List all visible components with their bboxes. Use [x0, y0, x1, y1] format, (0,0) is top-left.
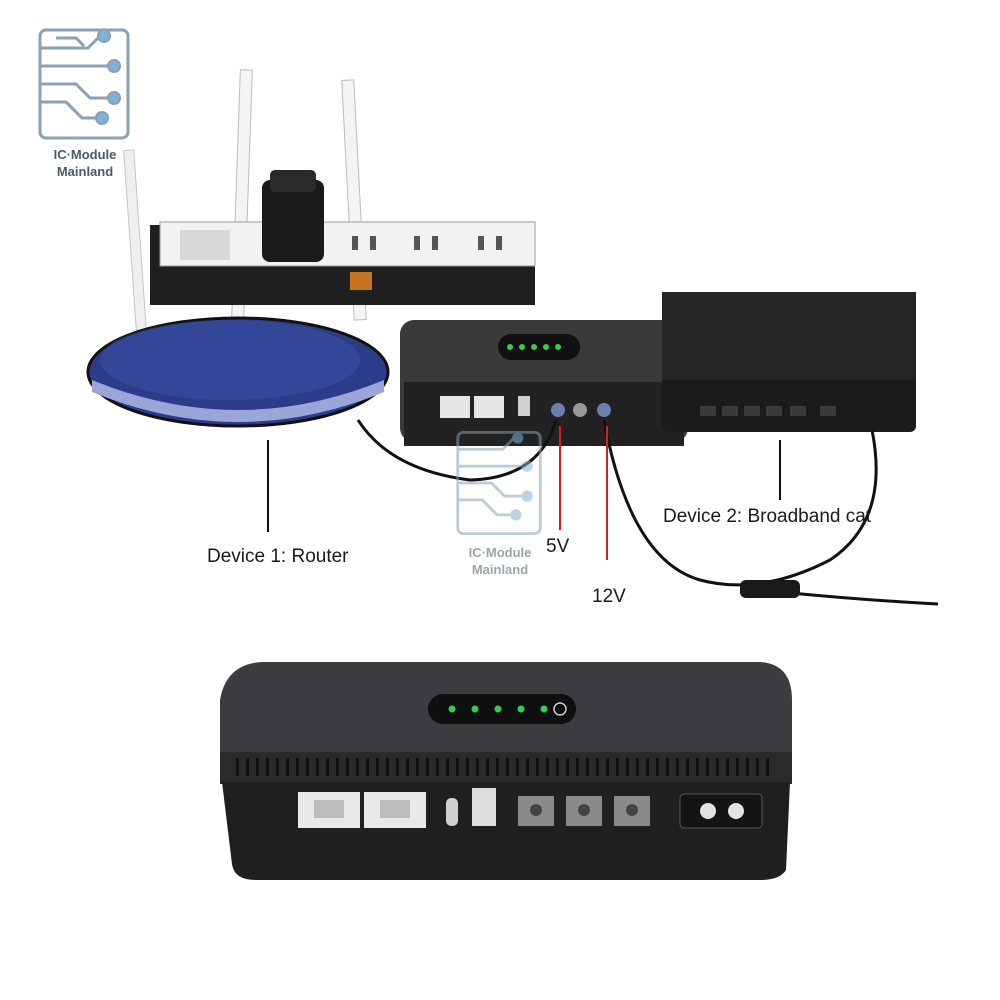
ups-product-closeup	[220, 662, 792, 880]
watermark-logo-icon	[456, 430, 542, 536]
device1-label: Device 1: Router	[207, 546, 349, 567]
device2-label: Device 2: Broadband cat	[663, 506, 872, 527]
brand-line-2: Mainland	[56, 164, 114, 179]
broadband-modem	[662, 292, 916, 432]
watermark-text: IC·Module Mainland	[448, 544, 552, 578]
ups-unit-small	[400, 320, 688, 446]
5v-label: 5V	[546, 536, 570, 557]
router-device	[86, 316, 390, 428]
watermark-line-2: Mainland	[471, 562, 529, 577]
brand-logo-icon	[38, 28, 130, 140]
power-adapter	[262, 170, 324, 262]
brand-line-1: IC·Module	[53, 147, 117, 162]
watermark-line-1: IC·Module	[468, 545, 532, 560]
12v-label: 12V	[592, 586, 626, 607]
power-strip	[150, 221, 536, 305]
router-antenna-far-left	[123, 149, 147, 331]
brand-name: IC·Module Mainland	[30, 146, 140, 180]
scene-illustration	[86, 69, 939, 606]
